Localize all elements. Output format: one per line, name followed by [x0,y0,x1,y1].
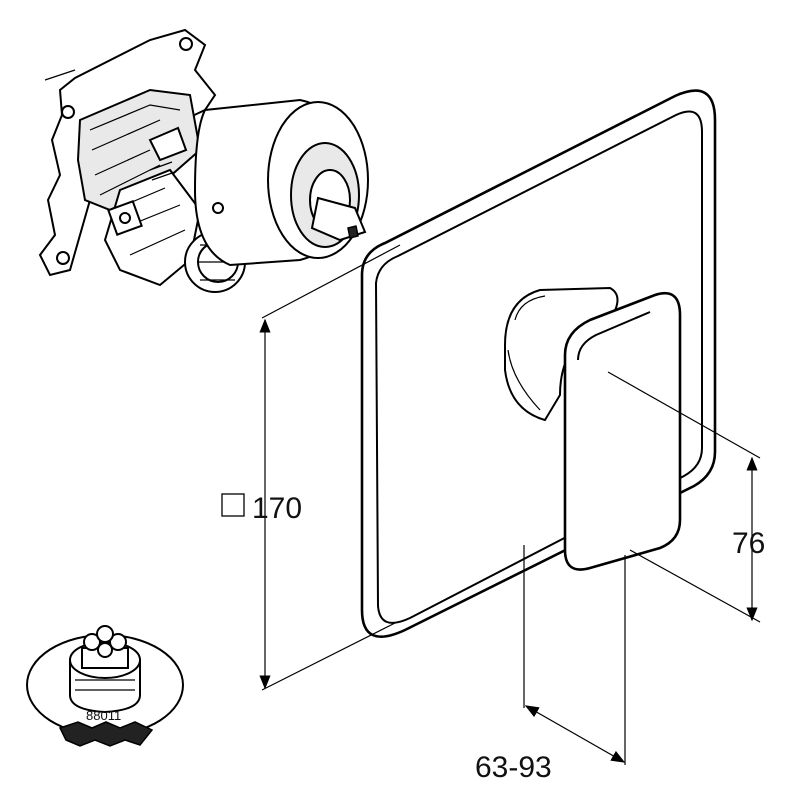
dimension-depth-range: 63-93 [475,545,626,784]
dimension-plate-size: 170 [221,244,401,691]
cartridge-detail: 88011 [26,625,184,747]
plate-size-label: 170 [252,492,302,525]
lever-height-label: 76 [732,527,765,560]
depth-range-label: 63-93 [475,751,552,784]
square-symbol [221,493,245,517]
part-number-label: 88011 [86,708,121,723]
lever-handle [504,286,682,571]
concealed-valve-body [38,28,369,293]
dimension-lever-height: 76 [607,371,765,623]
